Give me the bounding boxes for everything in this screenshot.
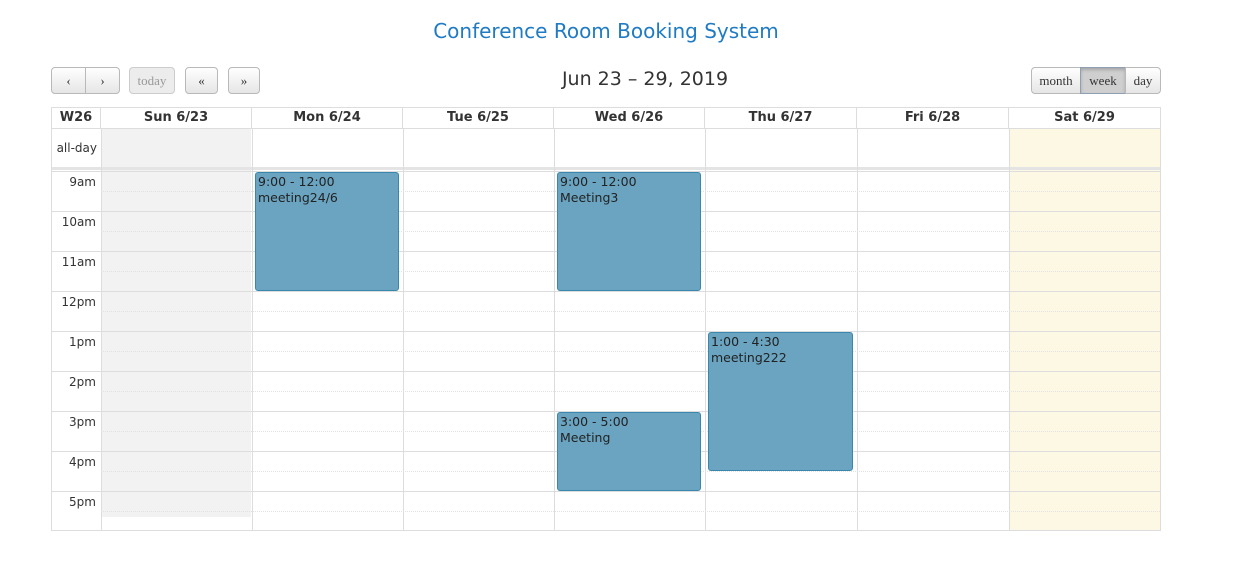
- allday-divider: [52, 167, 1160, 170]
- hour-line: [52, 411, 1160, 412]
- day-header-thu: Thu 6/27: [705, 108, 857, 128]
- hour-label: 4pm: [69, 455, 96, 469]
- hour-label: 3pm: [69, 415, 96, 429]
- hour-label: 10am: [61, 215, 96, 229]
- today-column-shade: [1009, 128, 1160, 530]
- event-time: 9:00 - 12:00: [560, 174, 637, 189]
- week-number-header: W26: [52, 108, 101, 128]
- day-header-fri: Fri 6/28: [857, 108, 1009, 128]
- column-divider: [705, 128, 706, 530]
- hour-label: 2pm: [69, 375, 96, 389]
- hour-line: [52, 331, 1160, 332]
- calendar-grid: W26 Sun 6/23 Mon 6/24 Tue 6/25 Wed 6/26 …: [51, 107, 1161, 531]
- event-title: meeting24/6: [258, 190, 338, 205]
- view-week-button[interactable]: week: [1080, 67, 1126, 94]
- half-hour-line: [101, 351, 1160, 352]
- event-time: 3:00 - 5:00: [560, 414, 629, 429]
- next-button[interactable]: ›: [85, 67, 120, 94]
- app-title: Conference Room Booking System: [433, 19, 779, 43]
- next-year-button[interactable]: »: [228, 67, 260, 94]
- allday-label: all-day: [56, 141, 97, 155]
- half-hour-line: [101, 311, 1160, 312]
- event-time: 1:00 - 4:30: [711, 334, 780, 349]
- event-time: 9:00 - 12:00: [258, 174, 335, 189]
- event-title: meeting222: [711, 350, 787, 365]
- today-button[interactable]: today: [129, 67, 175, 94]
- hour-line: [52, 371, 1160, 372]
- hour-label: 9am: [69, 175, 96, 189]
- event-title: Meeting3: [560, 190, 619, 205]
- hour-label: 12pm: [61, 295, 96, 309]
- hour-label: 5pm: [69, 495, 96, 509]
- column-divider: [857, 128, 858, 530]
- column-divider: [101, 128, 102, 530]
- hour-line: [52, 171, 1160, 172]
- hour-label: 1pm: [69, 335, 96, 349]
- day-header-sun: Sun 6/23: [101, 108, 252, 128]
- prev-year-button[interactable]: «: [185, 67, 218, 94]
- half-hour-line: [101, 511, 1160, 512]
- view-month-button[interactable]: month: [1031, 67, 1081, 94]
- header-divider: [52, 128, 1160, 129]
- day-header-wed: Wed 6/26: [554, 108, 705, 128]
- column-divider: [252, 128, 253, 530]
- sunday-column-shade: [101, 128, 251, 517]
- column-divider: [403, 128, 404, 530]
- column-divider: [554, 128, 555, 530]
- hour-line: [52, 291, 1160, 292]
- day-header-sat: Sat 6/29: [1054, 110, 1115, 125]
- hour-label: 11am: [61, 255, 96, 269]
- view-day-button[interactable]: day: [1125, 67, 1161, 94]
- event-title: Meeting: [560, 430, 611, 445]
- prev-button[interactable]: ‹: [51, 67, 86, 94]
- day-header-mon: Mon 6/24: [252, 108, 403, 128]
- half-hour-line: [101, 391, 1160, 392]
- date-range-title: Jun 23 – 29, 2019: [561, 68, 729, 90]
- column-divider: [1009, 128, 1010, 530]
- hour-line: [52, 491, 1160, 492]
- day-header-tue: Tue 6/25: [403, 108, 554, 128]
